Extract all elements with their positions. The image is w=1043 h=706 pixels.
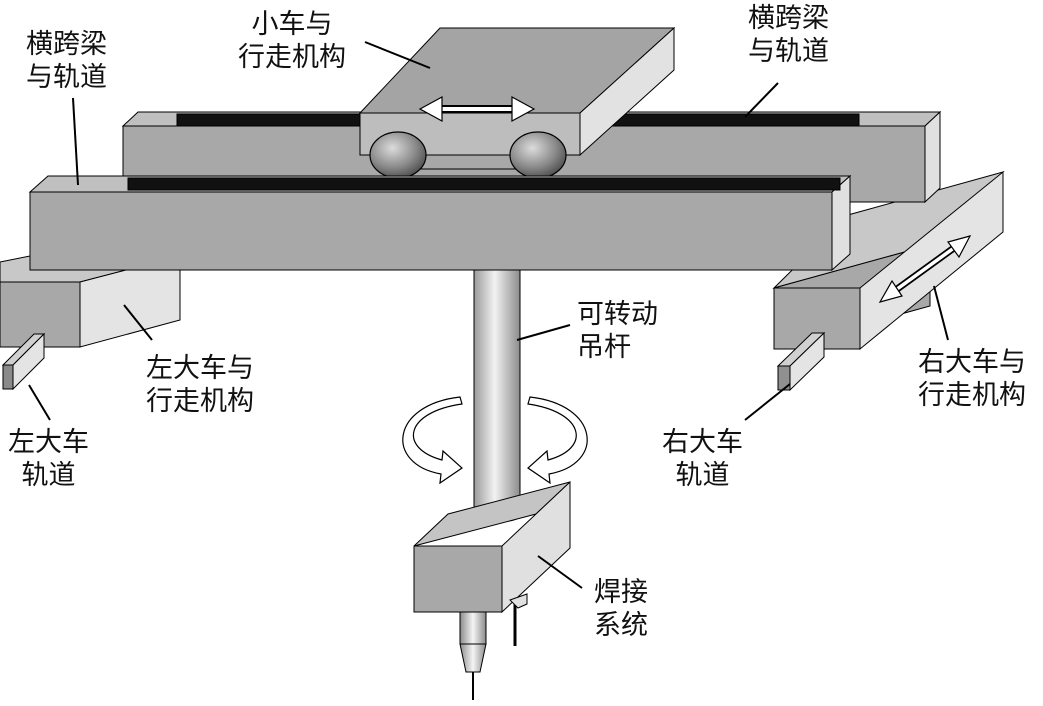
- label-left-carriage: 左大车与 行走机构: [146, 352, 254, 418]
- label-left-rail-line1: 左大车: [8, 427, 89, 458]
- rotation-arrow-right: [527, 396, 588, 485]
- label-right-carriage-line2: 行走机构: [918, 380, 1026, 411]
- welding-head: [413, 480, 571, 614]
- trolley-wheels: [369, 131, 567, 179]
- label-left-carriage-line2: 行走机构: [146, 386, 254, 417]
- label-cross-beam-right: 横跨梁 与轨道: [748, 2, 829, 68]
- rotation-arrow-left: [402, 396, 463, 485]
- right-carriage-arrow: [878, 235, 972, 303]
- label-welding-system-line1: 焊接: [594, 577, 648, 608]
- leader-lines: [28, 41, 949, 589]
- label-cross-beam-left-line1: 横跨梁: [26, 29, 107, 60]
- label-rotating-rod-line2: 吊杆: [577, 332, 631, 363]
- left-rail-stub: [1, 332, 46, 391]
- rotating-rod: [473, 269, 521, 523]
- label-trolley-line2: 行走机构: [238, 42, 346, 73]
- label-rotating-rod: 可转动 吊杆: [577, 298, 658, 364]
- label-trolley: 小车与 行走机构: [238, 8, 346, 74]
- welding-torch: [459, 593, 528, 700]
- label-right-carriage-line1: 右大车与: [918, 347, 1026, 378]
- label-cross-beam-right-line2: 与轨道: [748, 36, 829, 67]
- label-right-rail-line2: 轨道: [675, 460, 730, 491]
- label-welding-system: 焊接 系统: [594, 576, 648, 642]
- front-cross-beam: [28, 174, 852, 272]
- label-rotating-rod-line1: 可转动: [577, 299, 658, 330]
- label-left-rail-line2: 轨道: [21, 460, 76, 491]
- label-right-rail: 右大车 轨道: [662, 426, 743, 492]
- right-rail-stub: [776, 331, 826, 392]
- label-right-rail-line1: 右大车: [662, 427, 743, 458]
- label-left-rail: 左大车 轨道: [8, 426, 89, 492]
- trolley: [358, 26, 676, 170]
- label-left-carriage-line1: 左大车与: [146, 353, 254, 384]
- trolley-arrow: [418, 95, 536, 123]
- label-right-carriage: 右大车与 行走机构: [918, 346, 1026, 412]
- label-cross-beam-left-line2: 与轨道: [26, 62, 107, 93]
- label-cross-beam-right-line1: 横跨梁: [748, 3, 829, 34]
- label-cross-beam-left: 横跨梁 与轨道: [26, 28, 107, 94]
- label-welding-system-line2: 系统: [594, 610, 648, 641]
- label-trolley-line1: 小车与: [251, 9, 333, 40]
